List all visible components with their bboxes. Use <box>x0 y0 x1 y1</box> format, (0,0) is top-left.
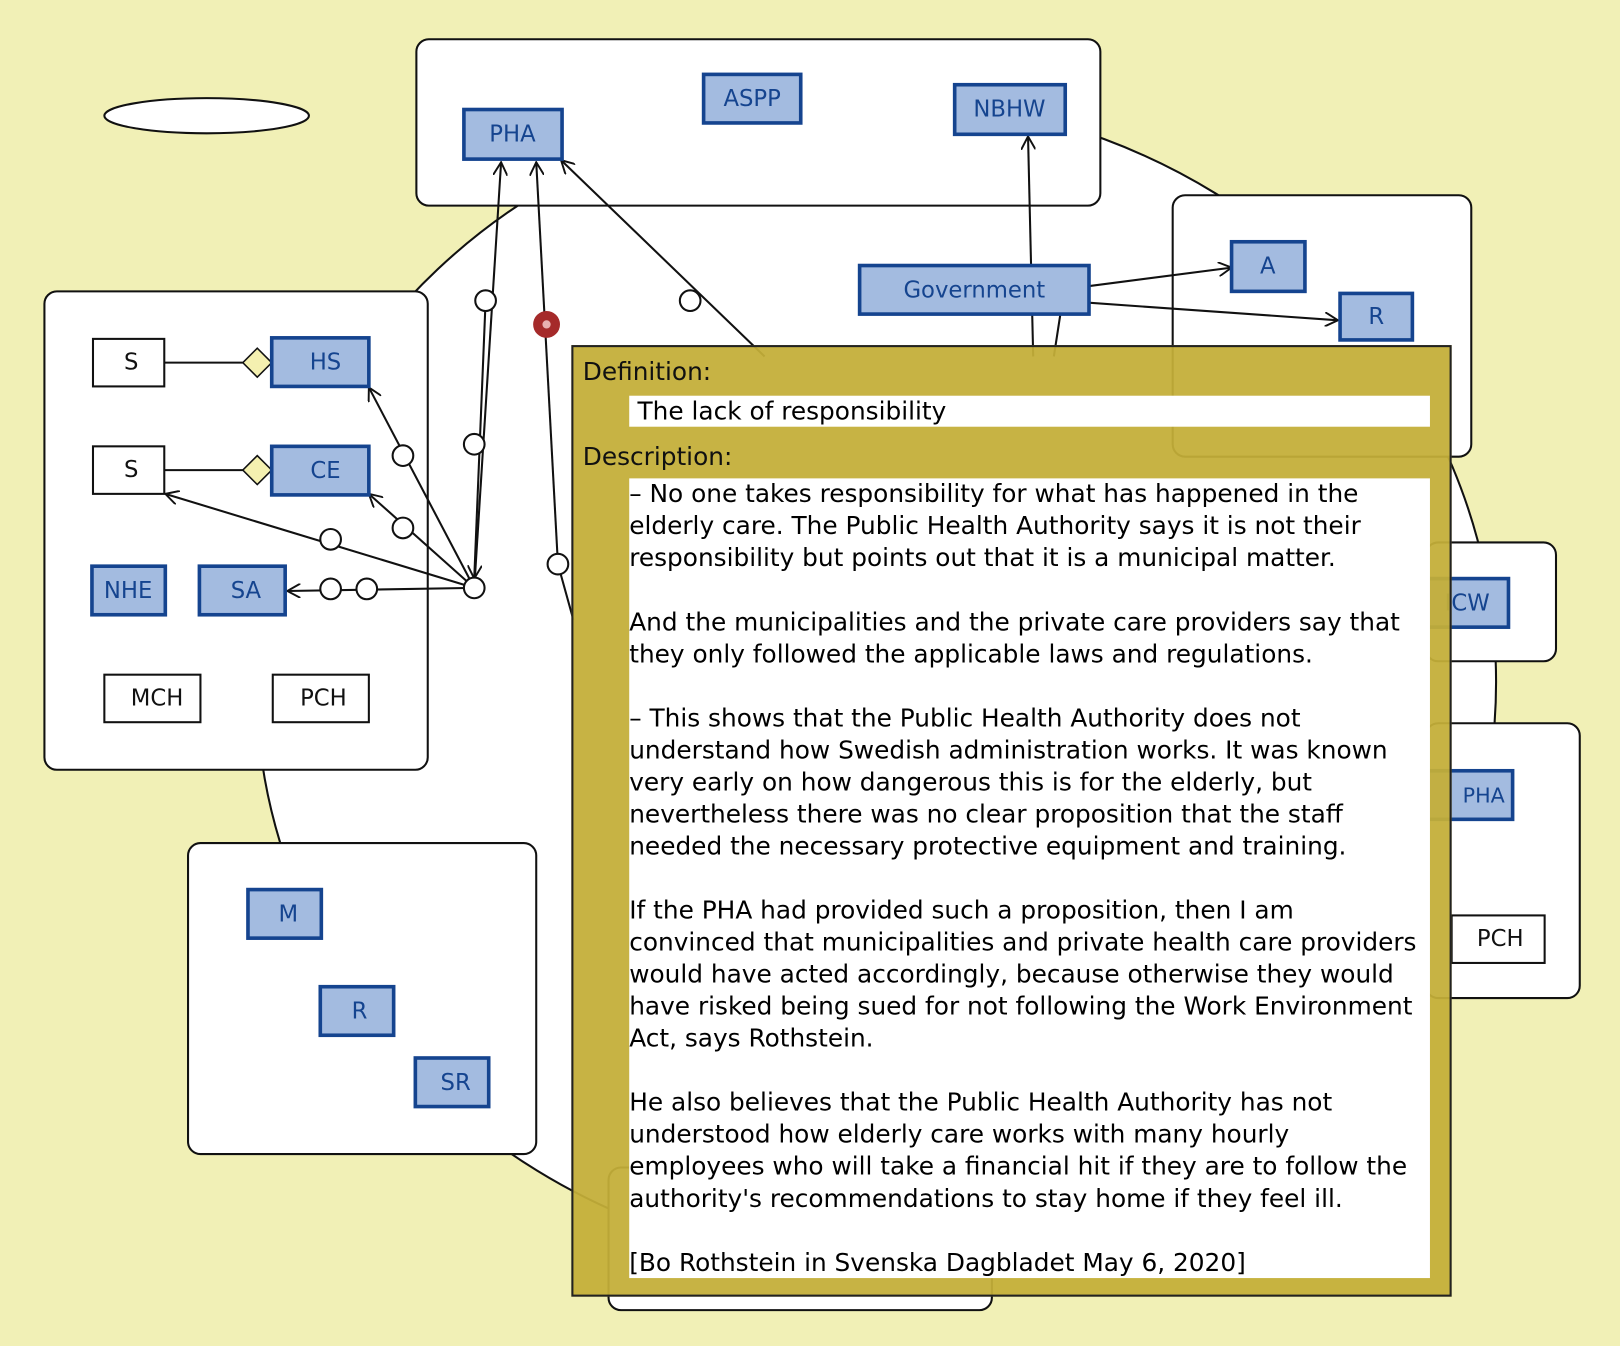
definition-popup: Definition: The lack of responsibility D… <box>571 345 1452 1297</box>
node-pha[interactable]: PHA <box>462 107 564 161</box>
node-s-1[interactable]: S <box>91 337 166 388</box>
svg-text:S: S <box>124 350 138 376</box>
description-label: Description: <box>582 442 733 472</box>
node-s-2[interactable]: S <box>91 445 166 495</box>
definition-label: Definition: <box>582 357 712 387</box>
svg-text:R: R <box>352 999 368 1025</box>
svg-text:NHE: NHE <box>104 578 152 604</box>
node-ce[interactable]: CE <box>269 444 371 497</box>
selected-marker[interactable] <box>533 310 560 338</box>
svg-text:ASPP: ASPP <box>723 86 780 112</box>
svg-text:HS: HS <box>310 350 342 376</box>
svg-text:NBHW: NBHW <box>973 97 1045 123</box>
node-pch-left[interactable]: PCH <box>271 673 370 724</box>
svg-text:SA: SA <box>231 578 262 604</box>
node-hs[interactable]: HS <box>269 336 371 389</box>
svg-text:Government: Government <box>903 277 1045 303</box>
node-r[interactable]: R <box>318 984 396 1038</box>
node-nbhw[interactable]: NBHW <box>952 82 1068 137</box>
svg-text:PHA: PHA <box>1463 784 1505 808</box>
node-aspp[interactable]: ASPP <box>701 72 803 125</box>
definition-field[interactable]: The lack of responsibility <box>629 395 1430 427</box>
group-left[interactable] <box>43 290 429 771</box>
node-nhe[interactable]: NHE <box>90 564 168 617</box>
node-sa[interactable]: SA <box>197 564 287 617</box>
svg-text:MCH: MCH <box>131 685 184 711</box>
node-sr[interactable]: SR <box>413 1056 491 1109</box>
node-r-hidden[interactable]: R <box>1338 291 1415 342</box>
description-field[interactable]: – No one takes responsibility for what h… <box>629 478 1430 1279</box>
node-government[interactable]: Government <box>857 263 1091 316</box>
svg-text:PHA: PHA <box>489 121 536 147</box>
ellipse-shape[interactable] <box>103 97 310 135</box>
svg-text:SR: SR <box>441 1070 471 1096</box>
svg-text:PCH: PCH <box>1477 926 1524 952</box>
node-mch[interactable]: MCH <box>103 673 202 724</box>
svg-text:S: S <box>124 457 138 483</box>
svg-text:CE: CE <box>310 458 340 484</box>
node-a[interactable]: A <box>1229 239 1307 294</box>
node-m[interactable]: M <box>246 887 324 940</box>
svg-text:A: A <box>1260 254 1276 280</box>
svg-text:PCH: PCH <box>300 685 347 711</box>
svg-text:ICW: ICW <box>1445 590 1490 616</box>
node-pch-right[interactable]: PCH <box>1450 914 1546 964</box>
svg-text:M: M <box>278 901 298 927</box>
svg-text:R: R <box>1368 304 1384 330</box>
